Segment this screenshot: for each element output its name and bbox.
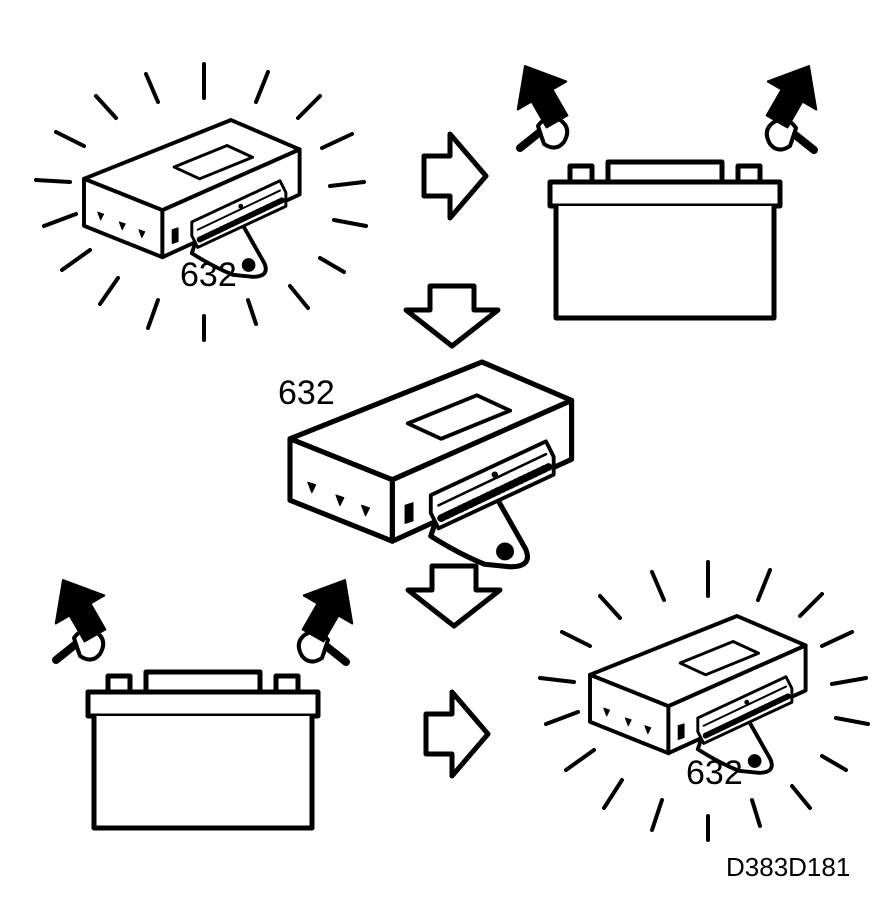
module-label-top: 632 bbox=[180, 256, 237, 294]
process-arrow-down-2 bbox=[408, 566, 500, 626]
ecu-module-center: 632 bbox=[278, 362, 572, 567]
ecu-module-glowing-bottom: 632 bbox=[538, 560, 870, 842]
figure-code: D383D181 bbox=[726, 852, 850, 882]
battery-icon-top bbox=[550, 162, 780, 318]
glow-rays-top bbox=[34, 62, 368, 342]
module-label-bottom: 632 bbox=[686, 754, 743, 792]
glow-rays-bottom bbox=[538, 560, 870, 842]
battery-disconnect-bottom bbox=[37, 565, 371, 828]
clamp-right-top bbox=[767, 120, 814, 156]
ecu-module-glowing-top: 632 bbox=[34, 62, 368, 342]
process-arrow-right-2 bbox=[426, 692, 488, 776]
battery-icon-bottom bbox=[88, 672, 318, 828]
process-arrow-right-1 bbox=[424, 134, 486, 218]
module-label-center: 632 bbox=[278, 374, 335, 412]
process-arrow-down-1 bbox=[406, 286, 498, 346]
battery-disconnect-top bbox=[499, 51, 835, 318]
